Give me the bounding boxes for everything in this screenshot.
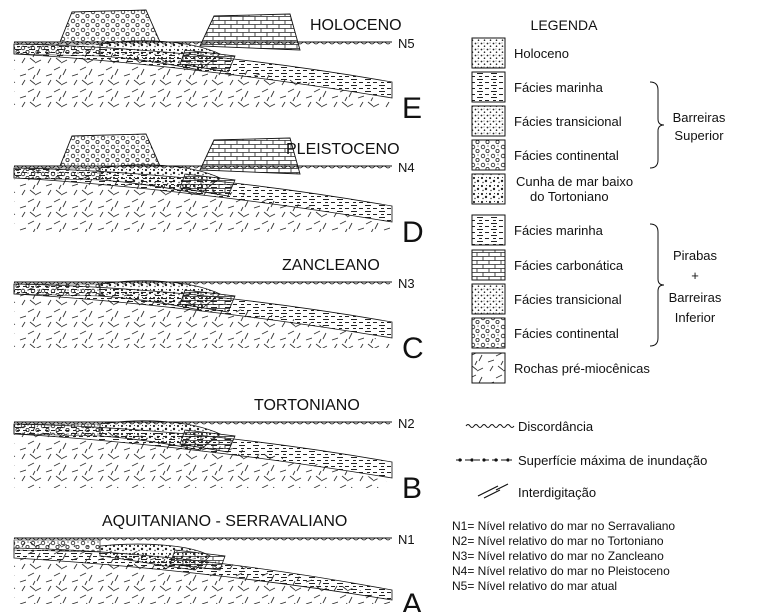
legend-swatch: [472, 72, 505, 102]
legend-item: Holoceno: [472, 38, 569, 68]
sea-level-label: N4: [398, 160, 415, 175]
legend-label: Fácies continental: [514, 326, 619, 341]
sea-level-note: N4= Nível relativo do mar no Pleistoceno: [452, 564, 670, 578]
dune-hill-2: [200, 138, 300, 174]
section-panel-e: HOLOCENO N5E: [14, 10, 422, 125]
sea-level-note: N5= Nível relativo do mar atual: [452, 579, 617, 593]
legend-item: Rochas pré-miocênicas: [472, 353, 650, 383]
legend-item: Fácies continental: [472, 318, 619, 348]
legend-swatch: [472, 318, 505, 348]
legend-label: Fácies marinha: [514, 80, 604, 95]
symbol-label: Interdigitação: [518, 485, 596, 500]
stage-letter: E: [402, 92, 422, 125]
group-lower-label: +: [691, 268, 699, 283]
sea-level-note: N1= Nível relativo do mar no Serravalian…: [452, 519, 675, 533]
legend-label: Rochas pré-miocênicas: [514, 361, 650, 376]
legend-swatch: [472, 284, 505, 314]
group-upper-label: Barreiras: [673, 110, 726, 125]
legend-title: LEGENDA: [531, 17, 599, 33]
legend-item: Fácies continental: [472, 140, 619, 170]
sea-level-label: N5: [398, 36, 415, 51]
symbol-item: Interdigitação: [478, 484, 596, 500]
symbol-item: Superfície máxima de inundação: [456, 453, 707, 468]
legend-item: Fácies carbonática: [472, 250, 624, 280]
legend-swatch: [472, 353, 505, 383]
symbol-label: Superfície máxima de inundação: [518, 453, 707, 468]
dot-mark: [482, 458, 485, 461]
legend-label: Fácies carbonática: [514, 258, 624, 273]
legend-swatch: [472, 174, 505, 204]
sea-level-note: N3= Nível relativo do mar no Zancleano: [452, 549, 664, 563]
stage-letter: C: [402, 332, 424, 365]
legend-item: Fácies transicional: [472, 284, 622, 314]
group-upper-label: Superior: [674, 128, 724, 143]
legend-item: Fácies transicional: [472, 106, 622, 136]
sea-level-note: N2= Nível relativo do mar no Tortoniano: [452, 534, 664, 548]
stage-letter: B: [402, 472, 422, 505]
legend-swatch: [472, 106, 505, 136]
dot-mark: [470, 458, 473, 461]
legend-swatch: [472, 250, 505, 280]
legend-label: Cunha de mar baixo: [516, 174, 633, 189]
section-panel-c: ZANCLEANO N3C: [14, 257, 424, 365]
legend-swatch: [472, 140, 505, 170]
stage-title: TORTONIANO: [254, 397, 360, 414]
wavy-line-icon: [466, 425, 514, 428]
continental-facies: [14, 424, 100, 436]
stage-letter: D: [402, 216, 424, 249]
symbol-item: Discordância: [466, 419, 594, 434]
group-lower-label: Inferior: [675, 310, 716, 325]
legend-item: Fácies marinha: [472, 72, 604, 102]
continental-facies: [14, 168, 100, 180]
legend-label: Fácies transicional: [514, 292, 622, 307]
dune-hill-1: [60, 10, 160, 42]
stage-letter: A: [402, 588, 422, 612]
section-panel-d: PLEISTOCENO N4D: [14, 134, 424, 249]
legend-label: Fácies marinha: [514, 223, 604, 238]
brace-lower: [650, 224, 664, 346]
section-panel-a: AQUITANIANO - SERRAVALIANO N1A: [14, 513, 422, 612]
dot-mark: [506, 458, 509, 461]
sea-level-label: N3: [398, 276, 415, 291]
sea-level-label: N2: [398, 416, 415, 431]
continental-facies: [14, 540, 100, 552]
sea-level-label: N1: [398, 532, 415, 547]
legend-label: Holoceno: [514, 46, 569, 61]
brace-upper: [650, 82, 664, 168]
interfingering-icon: [478, 484, 508, 498]
dune-hill-1: [60, 134, 160, 166]
dune-hill-2: [200, 14, 300, 50]
legend-label: do Tortoniano: [530, 189, 609, 204]
legend-label: Fácies continental: [514, 148, 619, 163]
continental-facies: [14, 44, 100, 56]
group-lower-label: Pirabas: [673, 248, 718, 263]
dot-mark: [494, 458, 497, 461]
section-panel-b: TORTONIANO N2B: [14, 397, 422, 505]
legend-swatch: [472, 215, 505, 245]
legend-item: Fácies marinha: [472, 215, 604, 245]
continental-facies: [14, 284, 100, 296]
legend-label: Fácies transicional: [514, 114, 622, 129]
group-lower-label: Barreiras: [669, 290, 722, 305]
stage-title: AQUITANIANO - SERRAVALIANO: [102, 513, 347, 530]
stage-title: PLEISTOCENO: [286, 141, 400, 158]
symbol-label: Discordância: [518, 419, 594, 434]
legend-swatch: [472, 38, 505, 68]
stage-title: HOLOCENO: [310, 17, 402, 34]
stage-title: ZANCLEANO: [282, 257, 380, 274]
dot-mark: [458, 458, 461, 461]
